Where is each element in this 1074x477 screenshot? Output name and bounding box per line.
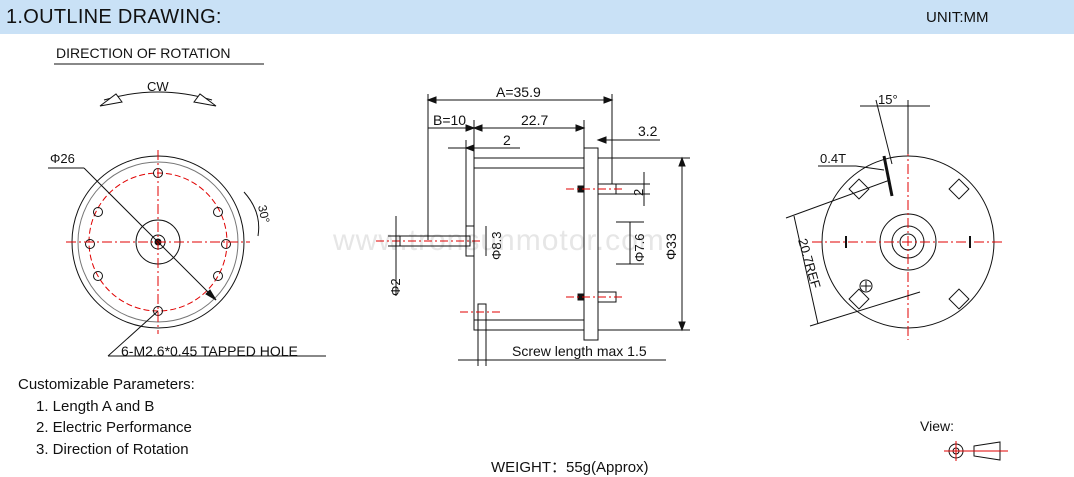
dim-shaft-label: Φ2 — [388, 278, 403, 296]
unit-label: UNIT:MM — [926, 9, 989, 26]
dim-body-dia-label: Φ33 — [663, 233, 679, 260]
rear-view: 15° 0.4T 20.7REF — [785, 92, 1004, 340]
param-item: 2. Electric Performance — [36, 419, 192, 436]
rotation-label: CW — [147, 79, 169, 94]
front-view: DIRECTION OF ROTATION CW Φ26 30° — [48, 45, 326, 359]
param-item: 1. Length A and B — [36, 397, 155, 415]
dim-boss-label: 2 — [503, 132, 511, 148]
dim-terminal-label: 2 — [631, 189, 646, 196]
weight-label: WEIGHT：55g(Approx) — [491, 459, 649, 476]
params-heading: Customizable Parameters: — [18, 376, 195, 393]
dim-body-label: 22.7 — [521, 112, 548, 128]
direction-label: DIRECTION OF ROTATION — [56, 45, 230, 61]
dim-rear-label: 3.2 — [638, 123, 658, 139]
customizable-params: Customizable Parameters: 1. Length A and… — [18, 374, 195, 460]
page-title: 1.OUTLINE DRAWING: — [6, 6, 222, 28]
header-bar: 1.OUTLINE DRAWING: UNIT:MM — [0, 0, 1074, 34]
dim-b-label: B=10 — [433, 112, 466, 128]
param-item: 3. Direction of Rotation — [36, 440, 189, 458]
view-label: View: — [920, 418, 954, 434]
rear-ref-label: 20.7REF — [795, 237, 824, 291]
dim-boss-dia-label: Φ8.3 — [489, 232, 504, 260]
dim-a-label: A=35.9 — [496, 84, 541, 100]
rear-angle-label: 15° — [878, 92, 898, 107]
dim-hole-label: Φ7.6 — [632, 234, 647, 262]
front-diameter-label: Φ26 — [50, 151, 75, 166]
hole-note: 6-M2.6*0.45 TAPPED HOLE — [121, 343, 298, 359]
screw-note: Screw length max 1.5 — [512, 343, 647, 359]
front-angle-label: 30° — [255, 204, 273, 225]
view-symbol — [944, 441, 1008, 461]
rear-thickness-label: 0.4T — [820, 151, 846, 166]
side-view: A=35.9 B=10 22.7 2 3.2 Φ33 2 Φ7.6 Φ8 — [376, 84, 690, 366]
